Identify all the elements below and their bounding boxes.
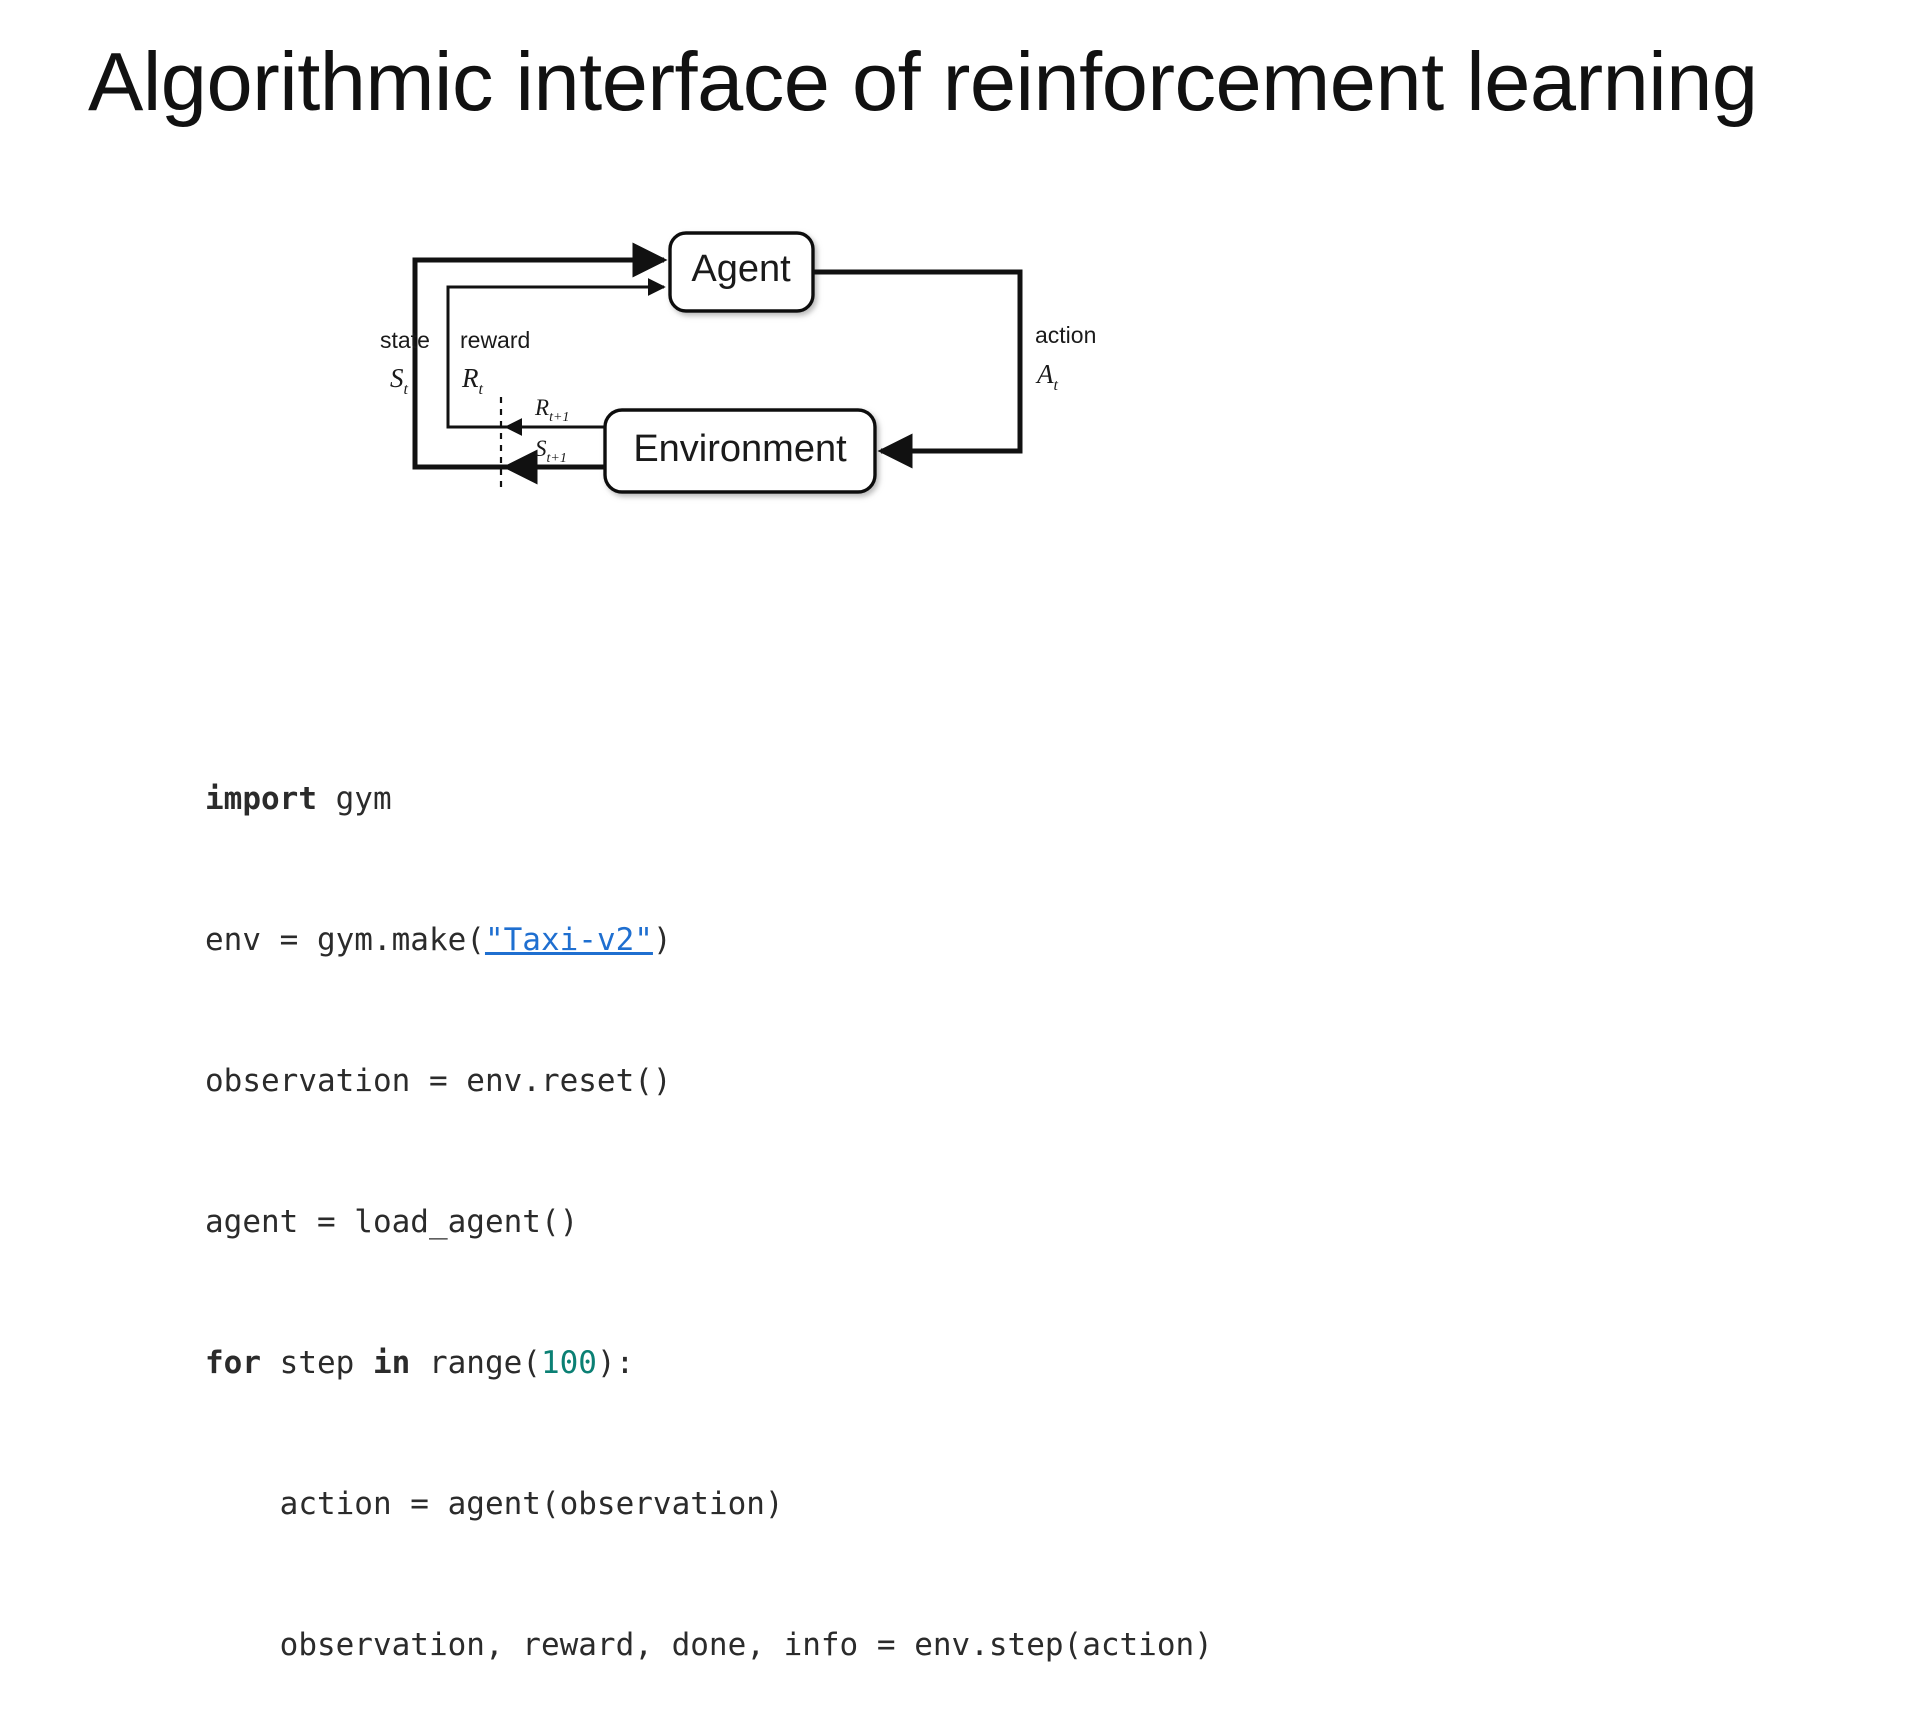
action-label-word: action <box>1035 322 1096 348</box>
reward-symbol-base: R <box>461 363 479 393</box>
code-line-line-7: observation, reward, done, info = env.st… <box>205 1622 1213 1669</box>
code-token-kw: in <box>372 1345 411 1381</box>
action-symbol-base: A <box>1035 359 1054 389</box>
agent-box-label: Agent <box>691 248 791 290</box>
code-token-str-link[interactable]: "Taxi-v2" <box>484 922 653 958</box>
state-feedback-path <box>412 242 668 470</box>
reward-label-symbol: Rt <box>461 363 484 398</box>
environment-box-shape <box>603 408 877 494</box>
code-token-plain: ): <box>596 1345 635 1381</box>
rl-interaction-diagram-svg: Agent Environment state St reward Rt a <box>380 231 1096 494</box>
action-symbol-subscript: t <box>1054 377 1059 394</box>
environment-box-label: Environment <box>633 428 847 470</box>
code-line-line-5: for step in range(100): <box>205 1340 1213 1387</box>
code-token-plain: observation = env.reset() <box>205 1063 672 1099</box>
code-token-kw: for <box>205 1345 261 1381</box>
next-reward-label: Rt+1 <box>534 395 569 425</box>
python-code-block: import gym env = gym.make("Taxi-v2") obs… <box>205 682 1213 1716</box>
next-reward-symbol-subscript: t+1 <box>549 410 569 425</box>
code-token-plain: gym <box>316 781 392 817</box>
state-label-word: state <box>380 327 430 353</box>
code-token-plain: action = agent(observation) <box>205 1486 784 1522</box>
next-reward-symbol-base: R <box>534 395 549 420</box>
next-state-label: St+1 <box>535 436 567 466</box>
code-token-plain: agent = load_agent() <box>205 1204 579 1240</box>
code-token-num: 100 <box>540 1345 597 1381</box>
next-state-symbol-base: S <box>535 436 547 461</box>
reward-feedback-path <box>446 278 666 429</box>
action-label-symbol: At <box>1035 359 1059 394</box>
code-line-line-3: observation = env.reset() <box>205 1058 1213 1105</box>
next-state-symbol-subscript: t+1 <box>547 451 567 466</box>
rl-interaction-diagram: Agent Environment state St reward Rt a <box>380 215 1200 525</box>
state-symbol-subscript: t <box>404 381 409 398</box>
state-label-symbol: St <box>390 363 409 398</box>
code-line-line-6: action = agent(observation) <box>205 1481 1213 1528</box>
code-line-line-2: env = gym.make("Taxi-v2") <box>205 917 1213 964</box>
code-line-line-1: import gym <box>205 776 1213 823</box>
action-path <box>813 269 1023 469</box>
reward-label-word: reward <box>460 327 530 353</box>
reward-symbol-subscript: t <box>479 381 484 398</box>
state-symbol-base: S <box>390 363 404 393</box>
code-token-plain: range( <box>410 1345 541 1381</box>
code-line-line-4: agent = load_agent() <box>205 1199 1213 1246</box>
code-token-plain: ) <box>652 922 672 958</box>
code-token-plain: env = gym.make( <box>205 922 485 958</box>
code-token-plain: observation, reward, done, info = env.st… <box>205 1627 1213 1663</box>
node-agent: Agent <box>668 231 815 313</box>
code-token-plain: step <box>261 1345 373 1381</box>
code-token-kw: import <box>205 781 317 817</box>
node-environment: Environment <box>603 408 877 494</box>
page-title: Algorithmic interface of reinforcement l… <box>88 35 1758 128</box>
